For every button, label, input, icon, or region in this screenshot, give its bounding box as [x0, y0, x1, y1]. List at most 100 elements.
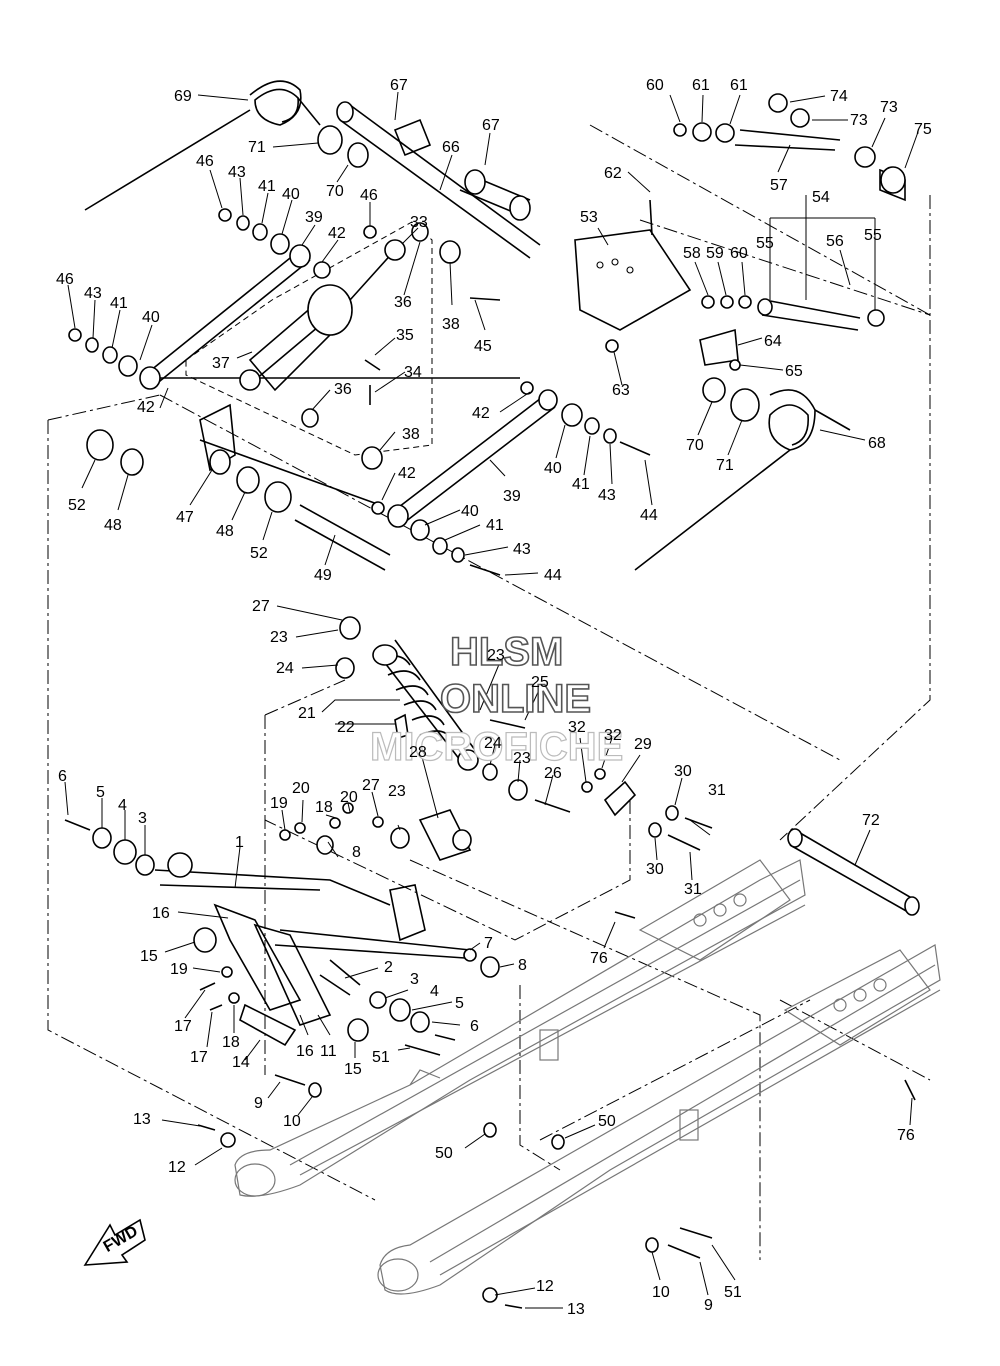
- callout-48a: 48: [104, 517, 122, 534]
- callout-23b: 23: [487, 647, 505, 664]
- callout-73a: 73: [850, 112, 868, 129]
- callout-61a: 61: [692, 77, 710, 94]
- callout-3a: 3: [138, 810, 147, 827]
- callout-21: 21: [298, 705, 316, 722]
- callout-29: 29: [634, 736, 652, 753]
- callout-62: 62: [604, 165, 622, 182]
- callout-41c: 41: [572, 476, 590, 493]
- callout-23c: 23: [513, 750, 531, 767]
- callout-69: 69: [174, 88, 192, 105]
- callout-45: 45: [474, 338, 492, 355]
- callout-40a: 40: [282, 186, 300, 203]
- callout-26: 26: [544, 765, 562, 782]
- callout-38a: 38: [442, 316, 460, 333]
- callout-12b: 12: [536, 1278, 554, 1295]
- callout-33: 33: [410, 214, 428, 231]
- right-rail-hardware: [482, 911, 916, 1309]
- callout-12a: 12: [168, 1159, 186, 1176]
- callout-32a: 32: [568, 719, 586, 736]
- callout-50a: 50: [435, 1145, 453, 1162]
- callout-52b: 52: [250, 545, 268, 562]
- callout-31a: 31: [708, 782, 726, 799]
- callout-11: 11: [320, 1043, 337, 1060]
- callout-38b: 38: [402, 426, 420, 443]
- front-arm: [154, 802, 500, 1026]
- callout-60a: 60: [646, 77, 664, 94]
- callout-3b: 3: [410, 971, 419, 988]
- watermark-line2: ONLINE: [440, 677, 591, 721]
- callout-24b: 24: [484, 735, 502, 752]
- callout-8a: 8: [352, 844, 361, 861]
- callout-55b: 55: [864, 227, 882, 244]
- callout-46a: 46: [196, 153, 214, 170]
- callout-73b: 73: [880, 99, 898, 116]
- callout-66: 66: [442, 139, 460, 156]
- callout-51b: 51: [724, 1284, 742, 1301]
- callout-51a: 51: [372, 1049, 390, 1066]
- rear-suspension-rail-left: [234, 859, 806, 1197]
- front-arm-shaft: [86, 403, 391, 571]
- callout-25: 25: [531, 674, 549, 691]
- callout-15a: 15: [140, 948, 158, 965]
- callout-41d: 41: [486, 517, 504, 534]
- callout-67b: 67: [482, 117, 500, 134]
- callout-2: 2: [384, 959, 393, 976]
- callout-32b: 32: [604, 727, 622, 744]
- hardware-upper-left: [68, 208, 377, 390]
- callout-19a: 19: [270, 795, 288, 812]
- callout-27b: 27: [362, 777, 380, 794]
- callout-76a: 76: [590, 950, 608, 967]
- callout-65: 65: [785, 363, 803, 380]
- callout-68: 68: [868, 435, 886, 452]
- bushing-washer-top-left: [317, 125, 369, 168]
- callout-71a: 71: [248, 139, 266, 156]
- callout-10b: 10: [652, 1284, 670, 1301]
- callout-15b: 15: [344, 1061, 362, 1078]
- callout-43c: 43: [598, 487, 616, 504]
- callout-39b: 39: [503, 488, 521, 505]
- fwd-arrow-icon: FWD: [83, 1218, 146, 1266]
- callout-23d: 23: [388, 783, 406, 800]
- callout-59: 59: [706, 245, 724, 262]
- callout-19b: 19: [170, 961, 188, 978]
- watermark-line1: HLSM: [450, 630, 563, 674]
- callout-30b: 30: [646, 861, 664, 878]
- callout-40d: 40: [461, 503, 479, 520]
- callout-70b: 70: [686, 437, 704, 454]
- callout-70a: 70: [326, 183, 344, 200]
- callout-40b: 40: [142, 309, 160, 326]
- callout-31b: 31: [684, 881, 702, 898]
- watermark: HLSM ONLINE MICROFICHE: [369, 629, 624, 769]
- callout-20b: 20: [340, 789, 358, 806]
- callout-72: 72: [862, 812, 880, 829]
- callout-44a: 44: [640, 507, 658, 524]
- callout-41b: 41: [110, 295, 128, 312]
- callout-9b: 9: [704, 1297, 713, 1314]
- callout-17b: 17: [190, 1049, 208, 1066]
- callout-30a: 30: [674, 763, 692, 780]
- callout-18a: 18: [315, 799, 333, 816]
- callout-43d: 43: [513, 541, 531, 558]
- rear-idler-shaft: [787, 828, 920, 916]
- callout-58: 58: [683, 245, 701, 262]
- callout-40c: 40: [544, 460, 562, 477]
- callout-60b: 60: [730, 245, 748, 262]
- callout-76b: 76: [897, 1127, 915, 1144]
- torsion-spring-right: [634, 377, 851, 571]
- callout-48b: 48: [216, 523, 234, 540]
- callout-18b: 18: [222, 1034, 240, 1051]
- callout-16b: 16: [296, 1043, 314, 1060]
- callout-34: 34: [404, 364, 422, 381]
- callout-17a: 17: [174, 1018, 192, 1035]
- callout-8b: 8: [518, 957, 527, 974]
- callout-35: 35: [396, 327, 414, 344]
- callout-28: 28: [409, 744, 427, 761]
- callout-42a: 42: [328, 225, 346, 242]
- callout-42d: 42: [472, 405, 490, 422]
- callout-52a: 52: [68, 497, 86, 514]
- callout-6b: 6: [470, 1018, 479, 1035]
- callout-13b: 13: [567, 1301, 585, 1318]
- callout-56: 56: [826, 233, 844, 250]
- callout-37: 37: [212, 355, 230, 372]
